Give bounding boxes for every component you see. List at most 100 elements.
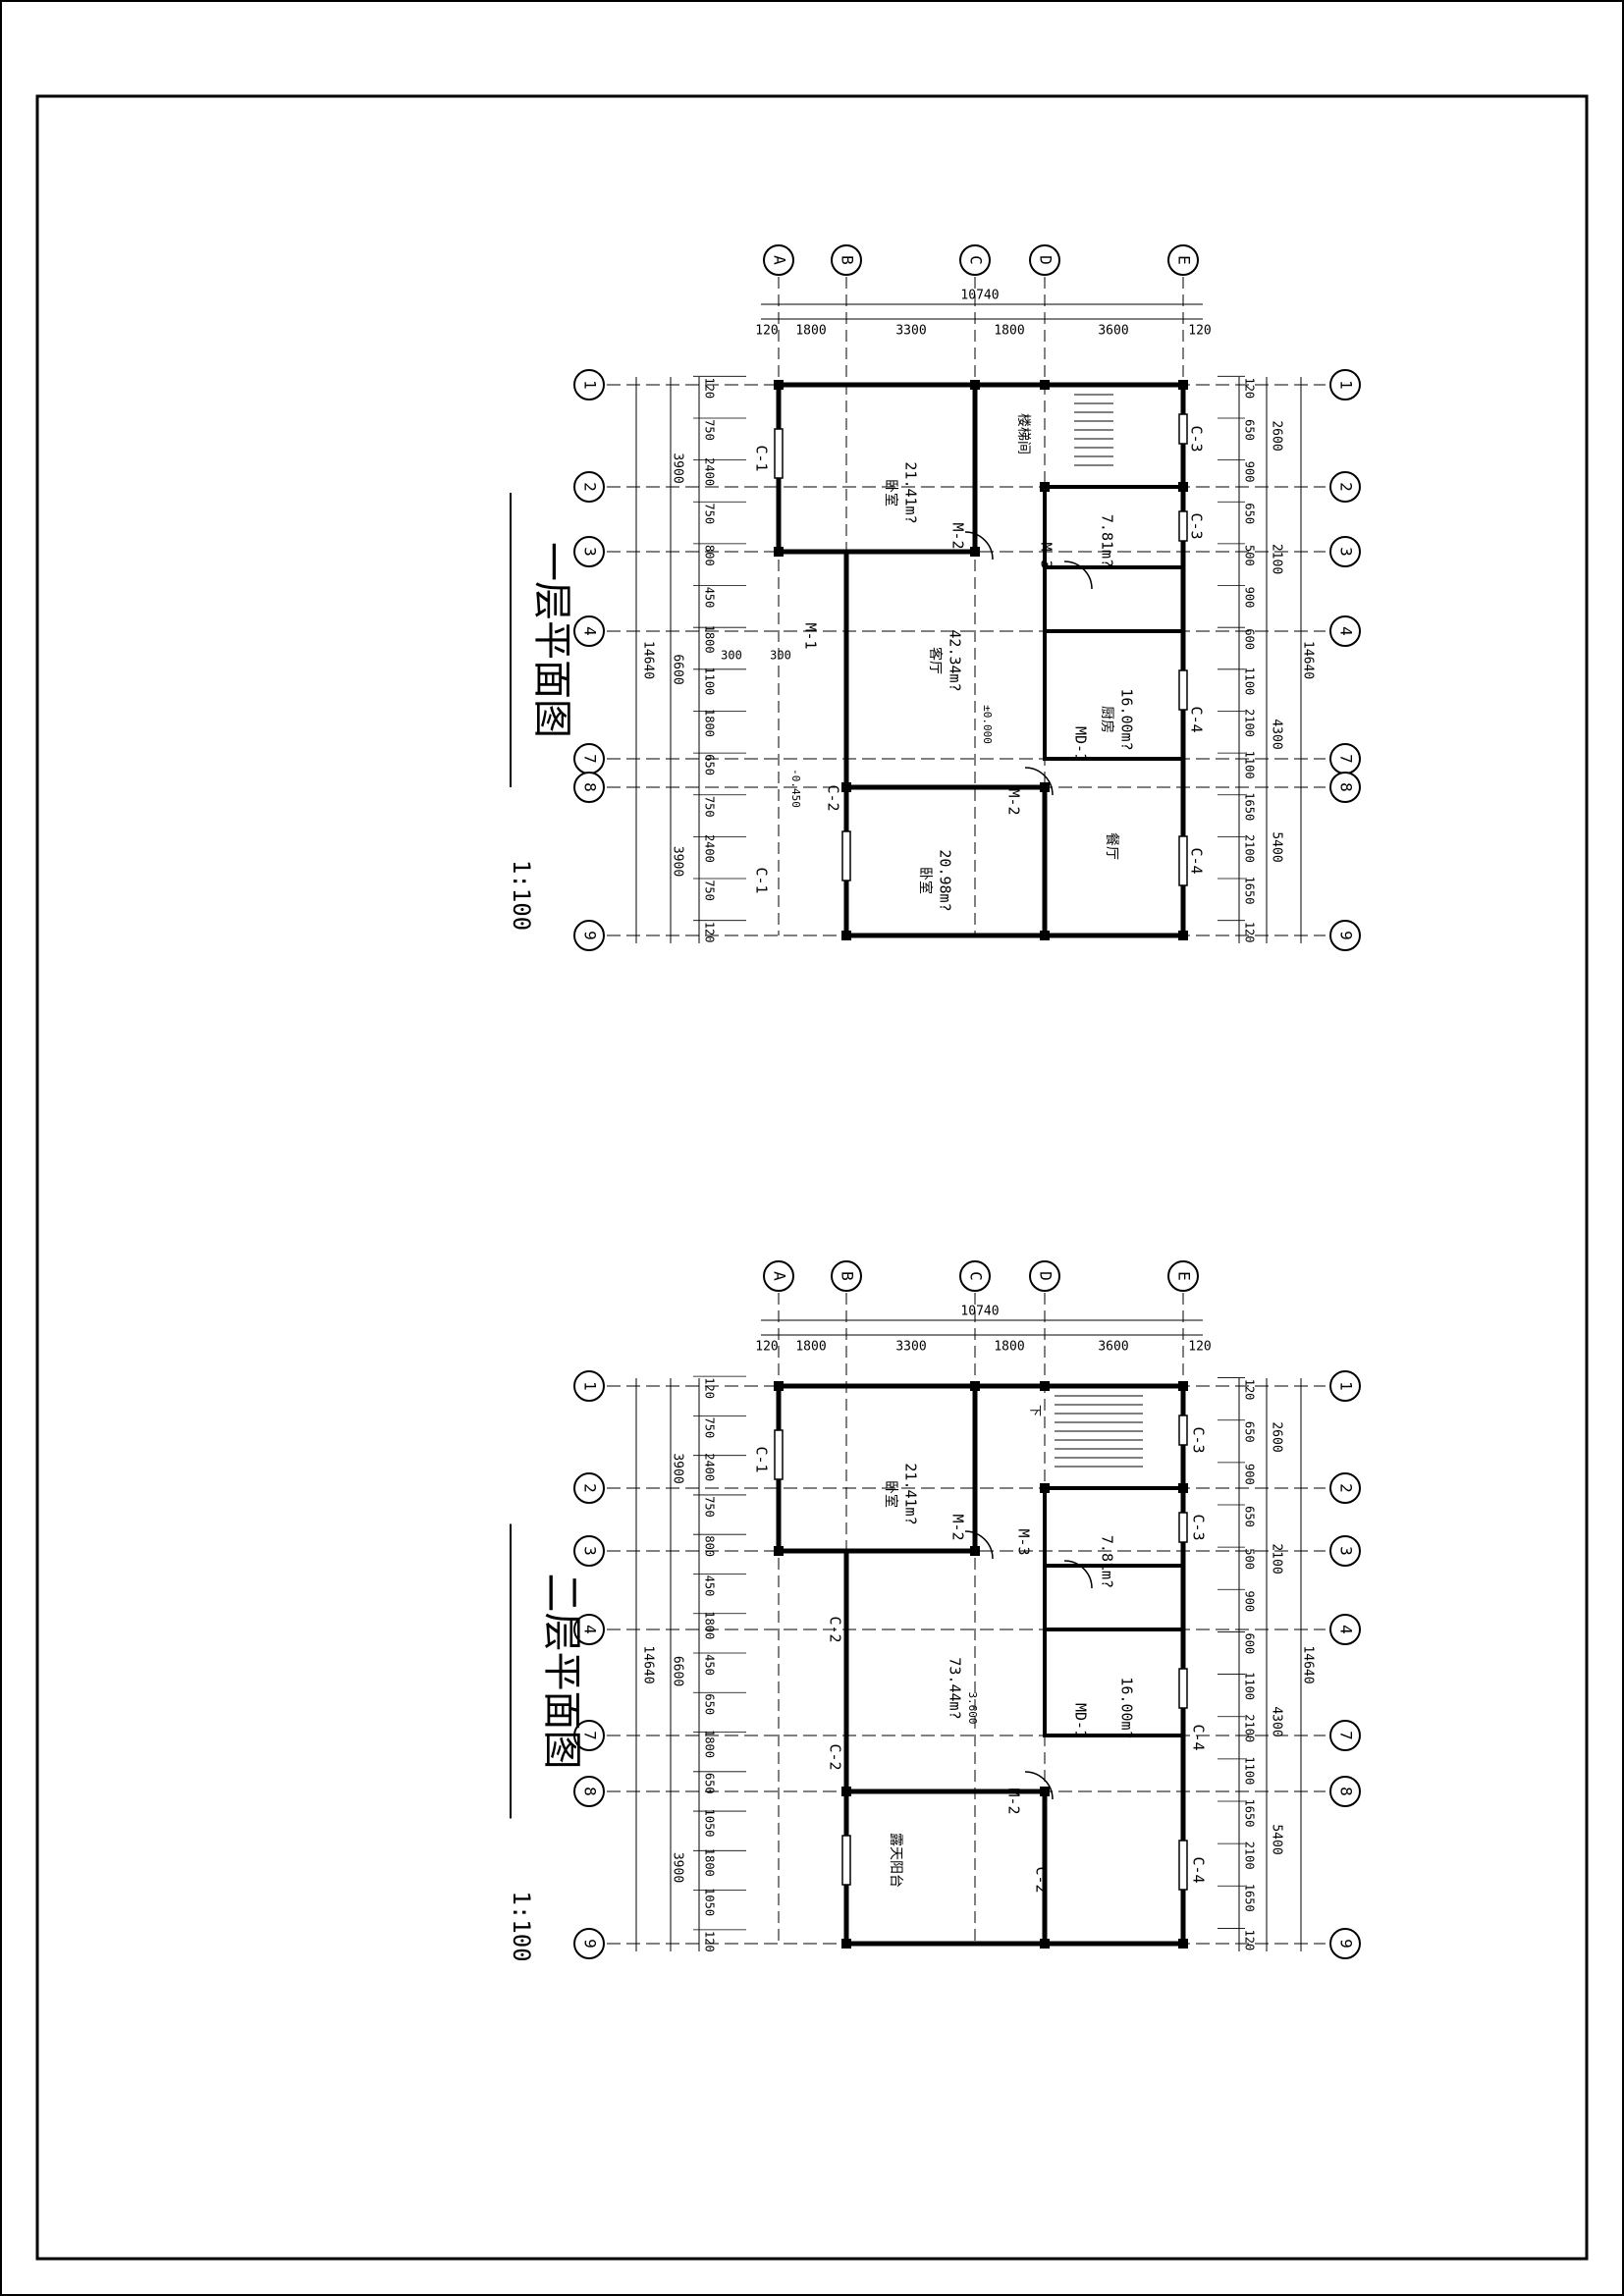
opening-tag: C-3 [1188, 425, 1206, 452]
grid-row-left-7-label: 7 [581, 754, 600, 764]
right-dim: 600 [1243, 1633, 1257, 1655]
grid-row-right-4-circle [1329, 1614, 1361, 1645]
structural-column [1040, 1381, 1050, 1391]
right-dim: 120 [1243, 922, 1257, 943]
grid-row-left-2-circle [573, 471, 605, 503]
left-dim: 1800 [703, 1730, 717, 1758]
opening-tag: C-3 [1190, 1514, 1208, 1540]
left-dim: 750 [703, 503, 717, 524]
room-name: 厨房 [1099, 706, 1114, 733]
right-dim: 1100 [1243, 667, 1257, 695]
room-area: 21.41m? [902, 461, 920, 523]
right-dim: 650 [1243, 419, 1257, 441]
grid-col-A-label: A [771, 1271, 789, 1281]
grid-row-left-3-label: 3 [581, 547, 600, 557]
opening-tag: C-3 [1188, 512, 1206, 539]
col-dim: 3300 [895, 1340, 926, 1355]
right-dim: 650 [1243, 1506, 1257, 1527]
opening-tag: C-4 [1190, 1856, 1208, 1883]
right-dim: 650 [1243, 503, 1257, 524]
structural-column [841, 1939, 851, 1949]
left-group-dim: 6600 [671, 1656, 685, 1686]
structural-column [1178, 380, 1188, 390]
left-dim: 1800 [703, 1611, 717, 1639]
grid-row-left-7-label: 7 [581, 1731, 600, 1740]
left-dim: 1800 [703, 625, 717, 654]
structural-column [774, 1381, 784, 1391]
right-dim: 1100 [1243, 751, 1257, 779]
opening-tag: MD-1 [1072, 1703, 1090, 1738]
structural-column [970, 1546, 980, 1556]
room-name: 餐厅 [1104, 832, 1119, 860]
left-total-dim: 14640 [641, 1645, 656, 1683]
col-total-dim: 10740 [960, 1305, 999, 1319]
grid-row-left-1-circle [573, 369, 605, 400]
grid-row-left-8-circle [573, 1776, 605, 1807]
right-dim: 1650 [1243, 1799, 1257, 1828]
grid-row-left-3-circle [573, 536, 605, 567]
room-area: 42.34m? [947, 629, 964, 691]
grid-row-right-4-circle [1329, 615, 1361, 647]
grid-col-B-label: B [839, 255, 857, 265]
grid-row-left-1-label: 1 [581, 1381, 600, 1391]
left-dim: 800 [703, 1535, 717, 1557]
structural-column [841, 931, 851, 940]
room-area: 16.00m? [1118, 1677, 1136, 1738]
window [774, 1429, 784, 1480]
left-dim: 1100 [703, 667, 717, 695]
col-dim: 1800 [994, 1340, 1024, 1355]
grid-row-right-7-label: 7 [1337, 754, 1356, 764]
window [841, 830, 851, 881]
right-dim: 1100 [1243, 1756, 1257, 1785]
left-dim: 450 [703, 587, 717, 609]
grid-row-right-2-circle [1329, 1472, 1361, 1504]
opening-tag: M-2 [1005, 1788, 1023, 1814]
grid-col-A-label: A [771, 255, 789, 265]
door-swing [964, 1530, 994, 1560]
door-swing [1024, 767, 1054, 796]
grid-row-left-9-label: 9 [581, 931, 600, 940]
grid-row-left-3-circle [573, 1535, 605, 1567]
left-dim: 1050 [703, 1809, 717, 1838]
grid-col-A-circle [763, 244, 794, 276]
grid-col-E-circle [1167, 244, 1199, 276]
window [1178, 1668, 1188, 1709]
plan-title: 一层平面图 [529, 542, 574, 738]
grid-row-right-8-label: 8 [1337, 782, 1356, 792]
right-dim: 600 [1243, 628, 1257, 650]
structural-column [841, 782, 851, 792]
right-dim: 120 [1243, 377, 1257, 399]
grid-row-right-4-label: 4 [1337, 626, 1356, 636]
grid-row-right-9-circle [1329, 920, 1361, 951]
grid-col-D-circle [1029, 1260, 1060, 1292]
grid-row-right-4-label: 4 [1337, 1625, 1356, 1634]
grid-col-C-label: C [967, 1271, 986, 1281]
grid-row-left-9-label: 9 [581, 1939, 600, 1949]
grid-row-right-8-label: 8 [1337, 1787, 1356, 1796]
right-dim: 2100 [1243, 709, 1257, 737]
col-dim: 3600 [1098, 1340, 1128, 1355]
left-dim: 120 [703, 377, 717, 399]
window [841, 1835, 851, 1886]
right-group-dim: 2100 [1270, 544, 1284, 574]
grid-row-right-8-circle [1329, 1776, 1361, 1807]
grid-row-right-3-circle [1329, 1535, 1361, 1567]
opening-tag: C-3 [1190, 1426, 1208, 1453]
right-dim: 2100 [1243, 834, 1257, 863]
structural-column [1040, 1483, 1050, 1493]
opening-tag: C-4 [1190, 1724, 1208, 1750]
left-group-dim: 3900 [671, 1453, 685, 1483]
opening-tag: C-2 [1033, 1866, 1051, 1893]
left-group-dim: 3900 [671, 846, 685, 877]
grid-row-left-9-circle [573, 920, 605, 951]
left-dim: 120 [703, 1931, 717, 1952]
grid-row-right-3-label: 3 [1337, 547, 1356, 557]
structural-column [970, 1381, 980, 1391]
left-dim: 450 [703, 1575, 717, 1597]
right-dim: 500 [1243, 1548, 1257, 1570]
right-dim: 2100 [1243, 1714, 1257, 1742]
right-dim: 650 [1243, 1421, 1257, 1443]
col-dim: 1800 [994, 324, 1024, 339]
room-name: 客厅 [927, 647, 944, 674]
